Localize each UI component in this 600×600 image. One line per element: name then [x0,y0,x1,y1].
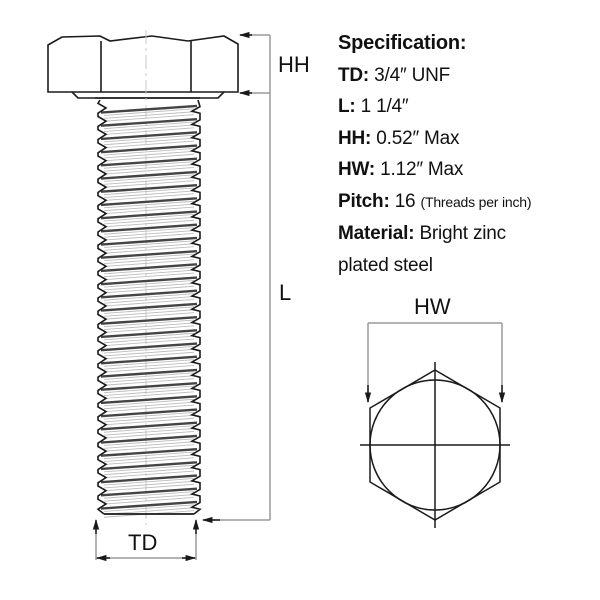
spec-value: 1.12″ Max [380,159,464,180]
hh-dimension [238,31,271,520]
spec-row-l: L: 1 1/4″ [338,91,600,123]
td-dimension [92,518,200,562]
spec-value: 0.52″ Max [376,127,460,149]
spec-key: HW: [338,159,376,180]
spec-row-hh: HH: 0.52″ Max [338,123,600,155]
threaded-shank [96,99,202,518]
spec-key: Pitch: [338,190,390,212]
spec-value: Bright zinc [419,223,506,244]
spec-material-continuation: plated steel [338,254,433,276]
spec-row-pitch: Pitch: 16 (Threads per inch) [338,186,600,219]
spec-row-hw: HW: 1.12″ Max [338,154,600,186]
spec-row-td: TD: 3/4″ UNF [338,60,600,92]
bolt-head [47,35,239,99]
hh-label: HH [278,52,310,77]
spec-key: L: [338,96,356,117]
spec-key: HH: [338,127,372,149]
l-label: L [279,280,292,305]
td-label: TD [128,530,158,555]
spec-note: (Threads per inch) [420,193,532,210]
hw-dimension [364,322,506,404]
hw-label: HW [414,294,451,319]
spec-value: 1 1/4″ [360,96,409,117]
spec-key: TD: [338,64,370,86]
hex-head-top-view [360,362,510,528]
spec-row-material: Material: Bright zinc [338,218,600,250]
spec-key: Material: [338,223,415,244]
spec-value: 3/4″ UNF [374,64,451,86]
specification-title: Specification: [338,32,467,54]
spec-value: 16 [394,190,416,212]
specification-panel: Specification: TD: 3/4″ UNF L: 1 1/4″ HH… [338,28,600,281]
